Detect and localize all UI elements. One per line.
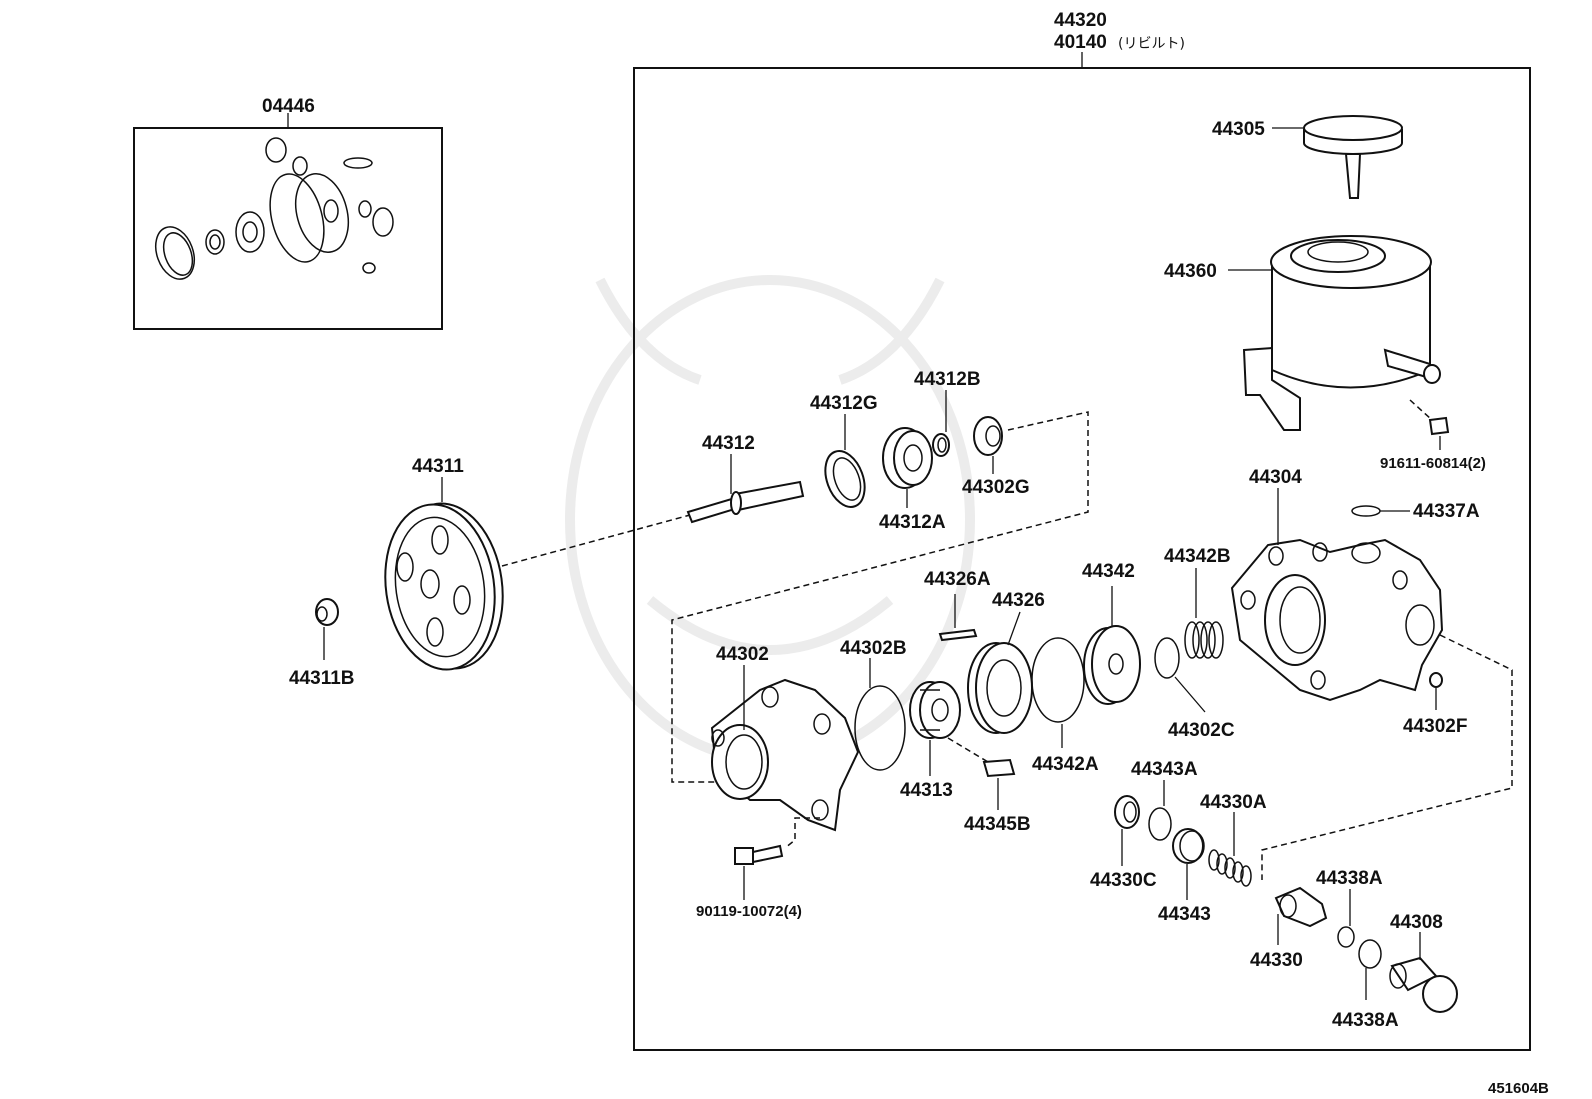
union-bolt-44308: 44308 xyxy=(1389,912,1458,1013)
label-44312a: 44312A xyxy=(879,512,946,533)
oring-44337a: 44337A xyxy=(1351,501,1480,522)
label-44342b: 44342B xyxy=(1164,546,1231,567)
oring-44302b: 44302B xyxy=(840,638,907,771)
label-44360: 44360 xyxy=(1164,261,1217,282)
label-44312: 44312 xyxy=(702,433,755,454)
label-44342: 44342 xyxy=(1082,561,1135,582)
rotor-44313: 44313 xyxy=(900,681,961,801)
label-44326a: 44326A xyxy=(924,569,991,590)
oring-44342a: 44342A xyxy=(1031,637,1099,775)
label-44343a: 44343A xyxy=(1131,759,1198,780)
label-44326: 44326 xyxy=(992,590,1045,611)
label-44302: 44302 xyxy=(716,644,769,665)
nut-44311b: 44311B xyxy=(289,598,355,689)
label-44305: 44305 xyxy=(1212,119,1265,140)
rear-housing-44304: 44304 xyxy=(1230,467,1444,702)
assembly-number-44320: 44320 xyxy=(1054,10,1107,31)
label-90119: 90119-10072(4) xyxy=(696,903,802,920)
bolt-90119: 90119-10072(4) xyxy=(696,817,820,920)
bolt-91611: 91611-60814(2) xyxy=(1380,399,1486,472)
label-44311: 44311 xyxy=(412,456,464,477)
snap-ring-44312g: 44312G xyxy=(810,393,878,508)
plug-44343: 44343 xyxy=(1158,828,1211,925)
label-44302g: 44302G xyxy=(962,477,1030,498)
plug-44302f: 44302F xyxy=(1403,672,1467,737)
label-44308: 44308 xyxy=(1390,912,1443,933)
cap-44305: 44305 xyxy=(1212,115,1403,199)
kit-box-04446: 04446 xyxy=(133,96,443,330)
label-44330c: 44330C xyxy=(1090,870,1157,891)
assembly-box-44320: 44320 40140 (リビルト) xyxy=(633,10,1531,1051)
label-44338a-top: 44338A xyxy=(1316,868,1383,889)
cam-ring-44326: 44326 xyxy=(967,590,1045,734)
pulley-44311: 44311 xyxy=(384,456,504,671)
label-44302f: 44302F xyxy=(1403,716,1467,737)
label-44312b: 44312B xyxy=(914,369,981,390)
valve-44330: 44330 xyxy=(1250,886,1328,971)
label-44302b: 44302B xyxy=(840,638,907,659)
assembly-number-40140: 40140 xyxy=(1054,32,1107,53)
label-44311b: 44311B xyxy=(289,668,355,689)
figure-code: 451604B xyxy=(1488,1080,1549,1097)
oring-44338a-bottom: 44338A xyxy=(1332,939,1399,1031)
reservoir-44360: 44360 xyxy=(1164,235,1441,431)
alignment-bracket-valve xyxy=(1261,634,1513,880)
label-44330a: 44330A xyxy=(1200,792,1267,813)
side-plate-44342: 44342 xyxy=(1082,561,1141,705)
spring-44330a: 44330A xyxy=(1200,792,1267,887)
oring-44302c: 44302C xyxy=(1154,637,1235,741)
label-44313: 44313 xyxy=(900,780,953,801)
clip-44330c: 44330C xyxy=(1090,795,1157,891)
bearing-44312a: 44312A xyxy=(879,427,946,533)
alignment-line-pulley-shaft xyxy=(501,514,691,567)
seal-44302g: 44302G xyxy=(962,416,1030,498)
label-44302c: 44302C xyxy=(1168,720,1235,741)
label-44337a: 44337A xyxy=(1413,501,1480,522)
oring-44338a-top: 44338A xyxy=(1316,868,1383,948)
front-housing-44302: 44302 xyxy=(710,644,860,832)
vane-44345b: 44345B xyxy=(947,737,1031,835)
label-44338a-bottom: 44338A xyxy=(1332,1010,1399,1031)
label-44330: 44330 xyxy=(1250,950,1303,971)
snap-ring-44312b: 44312B xyxy=(914,369,981,457)
label-44342a: 44342A xyxy=(1032,754,1099,775)
label-44312g: 44312G xyxy=(810,393,878,414)
label-91611: 91611-60814(2) xyxy=(1380,455,1486,472)
shaft-44312: 44312 xyxy=(686,433,805,524)
pin-44326a: 44326A xyxy=(924,569,991,642)
rebuilt-note: (リビルト) xyxy=(1118,36,1185,52)
label-44345b: 44345B xyxy=(964,814,1031,835)
spring-44342b: 44342B xyxy=(1164,546,1231,659)
label-04446: 04446 xyxy=(262,96,315,117)
label-44343: 44343 xyxy=(1158,904,1211,925)
oring-44343a: 44343A xyxy=(1131,759,1198,841)
alignment-bracket-housing xyxy=(671,411,1089,783)
label-44304: 44304 xyxy=(1249,467,1302,488)
